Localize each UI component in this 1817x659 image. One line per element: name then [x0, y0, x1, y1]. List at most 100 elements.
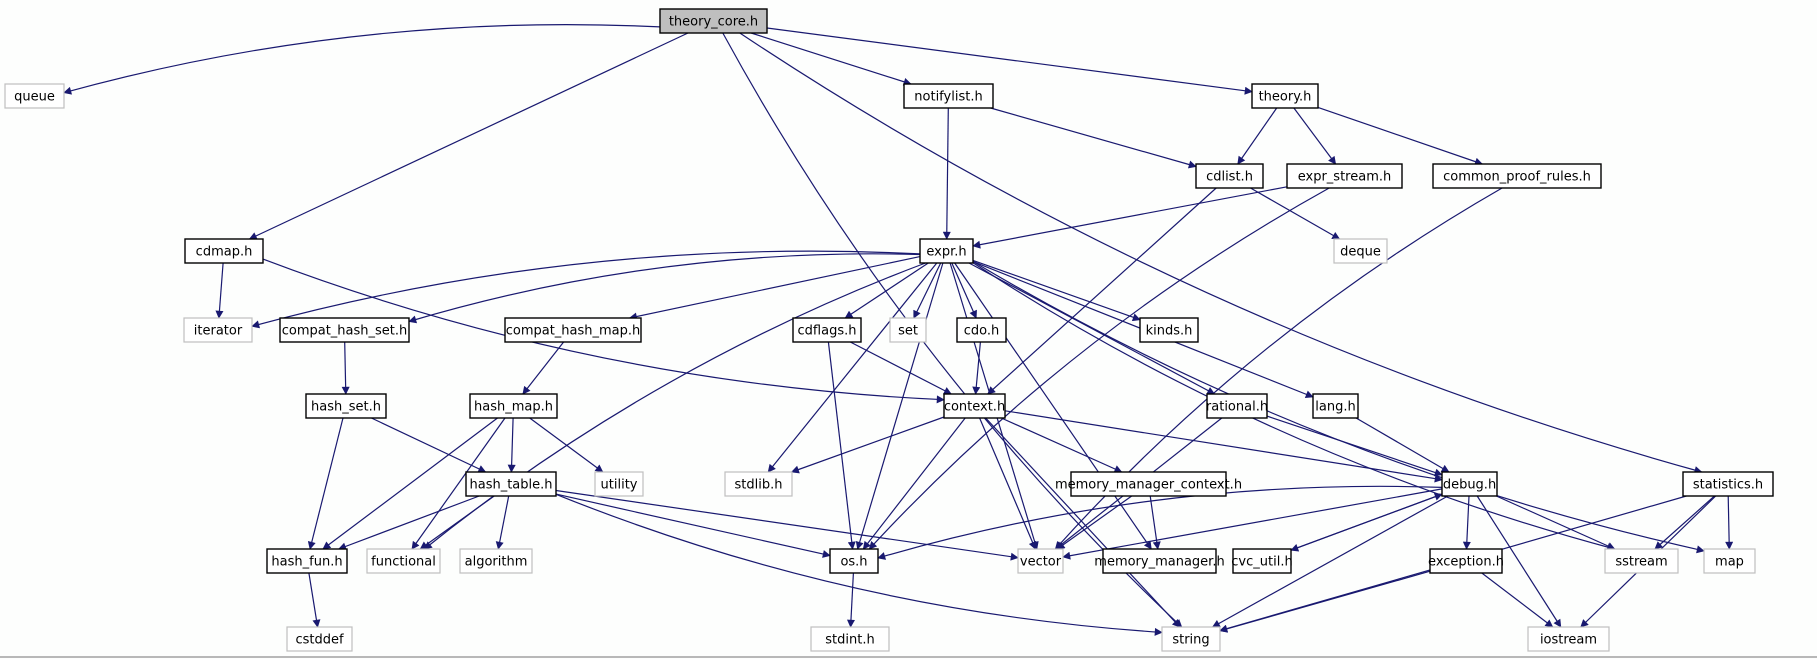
edge-expr-to-os	[855, 262, 944, 550]
node-box	[956, 317, 1007, 343]
node-hash-set[interactable]: hash_set.h	[305, 393, 387, 419]
node-box	[1604, 548, 1679, 574]
node-functional: functional	[366, 548, 441, 574]
node-os[interactable]: os.h	[829, 548, 879, 574]
edge-hash-set-to-hash-fun	[307, 417, 344, 550]
node-box	[504, 317, 642, 343]
node-box	[594, 471, 644, 497]
edge-theory-to-common-proof-rules	[1317, 106, 1483, 166]
node-compat-hash-map[interactable]: compat_hash_map.h	[504, 317, 642, 343]
node-box	[1703, 548, 1756, 574]
node-statistics[interactable]: statistics.h	[1682, 471, 1774, 497]
node-label: hash_table.h	[469, 478, 552, 493]
node-label: cdlist.h	[1206, 170, 1253, 185]
edge-context-to-string	[985, 417, 1181, 628]
node-stdlib: stdlib.h	[724, 471, 793, 497]
edge-hash-table-to-os	[555, 493, 831, 558]
node-debug[interactable]: debug.h	[1441, 471, 1498, 497]
edge-theory-core-to-cdmap	[248, 32, 689, 240]
node-theory-core[interactable]: theory_core.h	[659, 8, 768, 34]
node-box	[1161, 626, 1221, 652]
node-stdint: stdint.h	[810, 626, 890, 652]
edge-notifylist-to-expr	[942, 107, 951, 240]
node-lang[interactable]: lang.h	[1312, 393, 1359, 419]
node-cdo[interactable]: cdo.h	[956, 317, 1007, 343]
node-memory-manager[interactable]: memory_manager.h	[1094, 548, 1225, 574]
edge-os-to-stdint	[846, 572, 855, 628]
node-label: theory_core.h	[669, 15, 758, 30]
node-box	[459, 548, 533, 574]
node-cdlist[interactable]: cdlist.h	[1195, 163, 1264, 189]
node-string: string	[1161, 626, 1221, 652]
node-compat-hash-set[interactable]: compat_hash_set.h	[279, 317, 410, 343]
edge-expr-to-cdo	[951, 262, 977, 319]
node-cdflags[interactable]: cdflags.h	[792, 317, 862, 343]
node-common-proof-rules[interactable]: common_proof_rules.h	[1432, 163, 1602, 189]
node-hash-fun[interactable]: hash_fun.h	[266, 548, 348, 574]
node-box	[1139, 317, 1199, 343]
node-label: deque	[1340, 245, 1381, 260]
edge-theory-core-to-notifylist	[750, 32, 912, 86]
edge-context-to-os	[862, 417, 966, 550]
node-box	[829, 548, 879, 574]
node-box	[366, 548, 441, 574]
node-label: theory.h	[1259, 90, 1312, 105]
node-expr[interactable]: expr.h	[919, 238, 974, 264]
node-rational[interactable]: rational.h	[1206, 393, 1268, 419]
edge-expr-to-kinds	[972, 259, 1141, 322]
edge-cdflags-to-context	[850, 341, 952, 395]
node-context[interactable]: context.h	[943, 393, 1006, 419]
node-label: exception.h	[1428, 555, 1504, 570]
node-hash-table[interactable]: hash_table.h	[465, 471, 557, 497]
edge-hash-table-to-hash-fun	[338, 495, 480, 551]
edge-hash-map-to-hash-fun	[322, 417, 498, 550]
edge-debug-to-string	[1211, 495, 1449, 628]
edge-context-to-vector	[979, 417, 1037, 550]
node-box	[1527, 626, 1610, 652]
edge-cdo-to-context	[972, 341, 981, 395]
node-box	[1682, 471, 1774, 497]
node-label: cvc_util.h	[1231, 555, 1292, 570]
node-expr-stream[interactable]: expr_stream.h	[1286, 163, 1403, 189]
node-label: cstddef	[295, 633, 344, 648]
edge-theory-core-to-theory	[766, 27, 1253, 95]
edge-cdmap-to-context	[262, 258, 945, 404]
edge-hash-table-to-vector	[555, 489, 1019, 561]
edge-statistics-to-sstream	[1654, 495, 1715, 550]
node-box	[184, 238, 264, 264]
node-box	[465, 471, 557, 497]
node-box	[1312, 393, 1359, 419]
node-cvc-util[interactable]: cvc_util.h	[1231, 548, 1293, 574]
node-exception[interactable]: exception.h	[1428, 548, 1504, 574]
node-label: expr_stream.h	[1298, 170, 1392, 185]
edge-lang-to-debug	[1355, 417, 1450, 473]
node-box	[469, 393, 558, 419]
node-notifylist[interactable]: notifylist.h	[903, 83, 994, 109]
node-box	[1206, 393, 1268, 419]
node-sstream: sstream	[1604, 548, 1679, 574]
edge-hash-map-to-hash-table	[507, 417, 516, 473]
node-label: sstream	[1615, 555, 1667, 570]
node-label: stdlib.h	[735, 478, 783, 493]
node-cdmap[interactable]: cdmap.h	[184, 238, 264, 264]
edge-expr-to-compat-hash-set	[408, 253, 921, 324]
node-box	[1070, 471, 1227, 497]
node-deque: deque	[1333, 238, 1388, 264]
node-label: hash_fun.h	[271, 555, 342, 570]
edge-cvc-util-to-debug	[1290, 492, 1443, 551]
node-box	[1286, 163, 1403, 189]
node-label: cdo.h	[964, 324, 1000, 339]
edge-hash-map-to-functional	[411, 417, 506, 550]
edge-expr-to-set	[913, 262, 942, 319]
node-label: rational.h	[1206, 400, 1268, 415]
node-label: os.h	[840, 555, 867, 570]
node-theory[interactable]: theory.h	[1251, 83, 1319, 109]
node-kinds[interactable]: kinds.h	[1139, 317, 1199, 343]
node-label: algorithm	[465, 555, 528, 570]
node-hash-map[interactable]: hash_map.h	[469, 393, 558, 419]
node-memory-manager-context[interactable]: memory_manager_context.h	[1055, 471, 1242, 497]
node-box	[279, 317, 410, 343]
edge-context-to-memory-manager-context	[1001, 417, 1123, 473]
edge-hash-fun-to-cstddef	[308, 572, 321, 628]
